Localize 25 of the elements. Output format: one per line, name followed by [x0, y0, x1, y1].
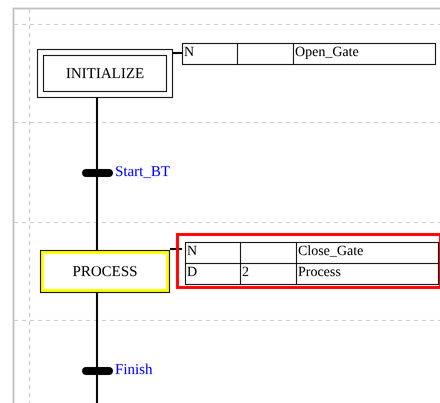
action-name: Open_Gate — [295, 45, 359, 61]
action-row — [185, 242, 439, 264]
action-row — [185, 263, 439, 285]
step-box — [40, 250, 170, 293]
action-qualifier: N — [187, 244, 198, 260]
transition-bar — [82, 367, 113, 375]
selection-frame — [176, 233, 440, 289]
transition-bar — [82, 169, 113, 177]
action-qualifier: N — [184, 45, 194, 61]
initial-step-box — [37, 49, 173, 98]
connector-line — [96, 375, 98, 403]
connector-line — [96, 177, 98, 250]
action-qualifier: D — [187, 265, 198, 281]
action-time: 2 — [242, 265, 249, 281]
connector-line — [96, 98, 98, 169]
action-name: Process — [298, 265, 341, 281]
transition-condition: Start_BT — [115, 164, 170, 180]
step-name: INITIALIZE — [66, 66, 144, 82]
action-name: Close_Gate — [298, 244, 364, 260]
transition-condition: Finish — [115, 362, 153, 378]
action-row — [182, 43, 436, 65]
connector-line — [173, 52, 182, 54]
connector-line — [96, 293, 98, 367]
connector-line — [170, 248, 182, 250]
step-name: PROCESS — [72, 264, 138, 280]
